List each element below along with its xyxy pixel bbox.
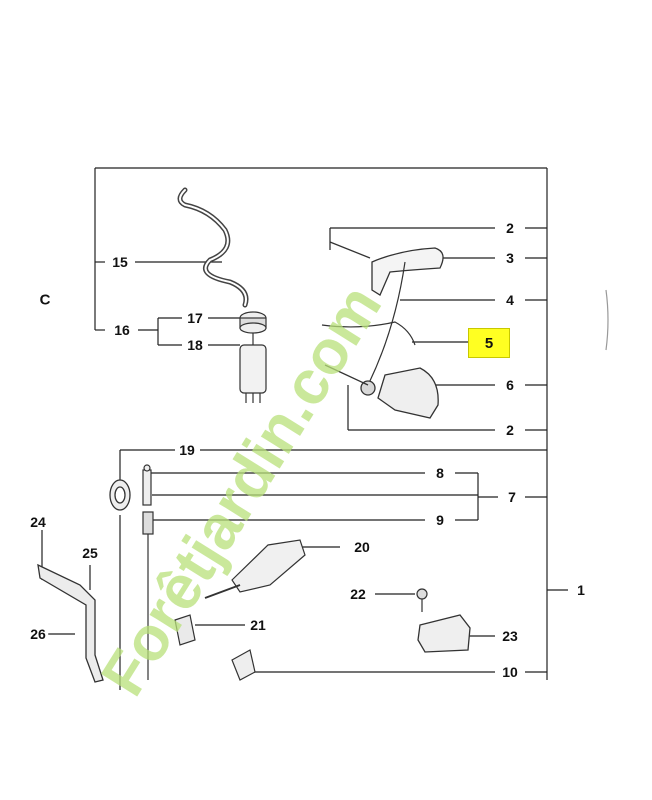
label-9: 9: [434, 512, 446, 528]
label-8: 8: [434, 465, 446, 481]
label-24: 24: [28, 514, 48, 530]
label-4: 4: [504, 292, 516, 308]
part-18-fuel-filter: [239, 333, 267, 403]
label-2-bottom: 2: [504, 422, 516, 438]
part-3-throttle-handle: [329, 241, 444, 296]
watermark: Forêtjardin.com: [88, 274, 395, 708]
label-20: 20: [352, 539, 372, 555]
watermark-text: Forêtjardin.com: [88, 274, 395, 708]
label-1: 1: [575, 582, 587, 598]
section-label: C: [39, 291, 51, 309]
label-21: 21: [248, 617, 268, 633]
label-19: 19: [177, 442, 197, 458]
label-22: 22: [348, 586, 368, 602]
label-16: 16: [112, 322, 132, 338]
label-15: 15: [110, 254, 130, 270]
label-17: 17: [185, 310, 205, 326]
svg-text:Forêtjardin.com: Forêtjardin.com: [88, 274, 395, 708]
part-4-wire: [321, 261, 416, 386]
part-21-clip: [174, 614, 196, 646]
part-20-bracket: [204, 539, 306, 599]
part-23-module: [417, 614, 471, 653]
part-6-switch-housing: [324, 364, 439, 419]
label-6: 6: [504, 377, 516, 393]
part-22-screw: [416, 588, 428, 612]
label-25: 25: [80, 545, 100, 561]
part-9-plug: [142, 511, 154, 680]
part-17-filter-cap: [239, 311, 267, 334]
part-10-clamp: [231, 649, 256, 681]
label-7: 7: [506, 489, 518, 505]
label-2-top: 2: [504, 220, 516, 236]
label-23: 23: [500, 628, 520, 644]
part-15-hose: [177, 187, 249, 308]
label-10: 10: [500, 664, 520, 680]
label-3: 3: [504, 250, 516, 266]
part-19-grommet: [109, 479, 131, 511]
part-8-pin: [142, 464, 152, 506]
frame-lines: [41, 167, 609, 690]
label-5-highlight: 5: [468, 328, 510, 358]
label-26: 26: [28, 626, 48, 642]
label-18: 18: [185, 337, 205, 353]
part-25-linkage: [37, 563, 104, 683]
